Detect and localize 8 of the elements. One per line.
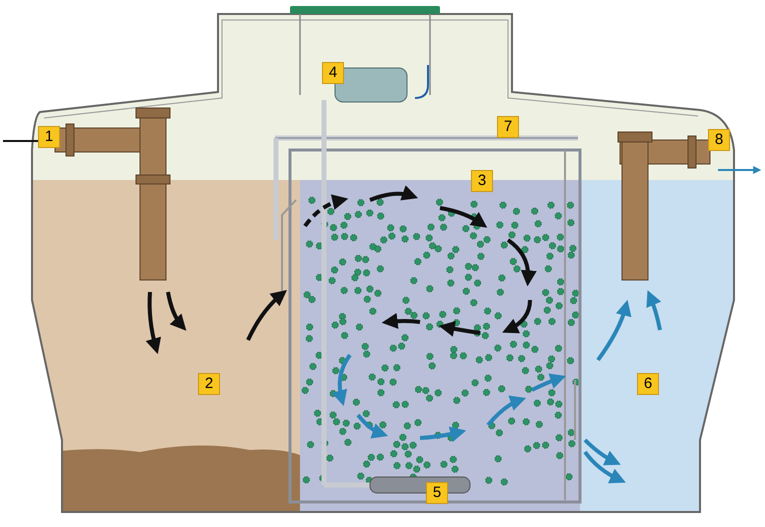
callout-number: 6: [637, 373, 659, 395]
callout-number: 4: [322, 62, 344, 84]
callout-number: 2: [198, 373, 220, 395]
callout-number: 3: [471, 170, 493, 192]
callout-number: 1: [38, 126, 60, 148]
callout-number: 5: [426, 482, 448, 504]
callout-number: 7: [497, 116, 519, 138]
callout-number: 8: [708, 129, 730, 151]
